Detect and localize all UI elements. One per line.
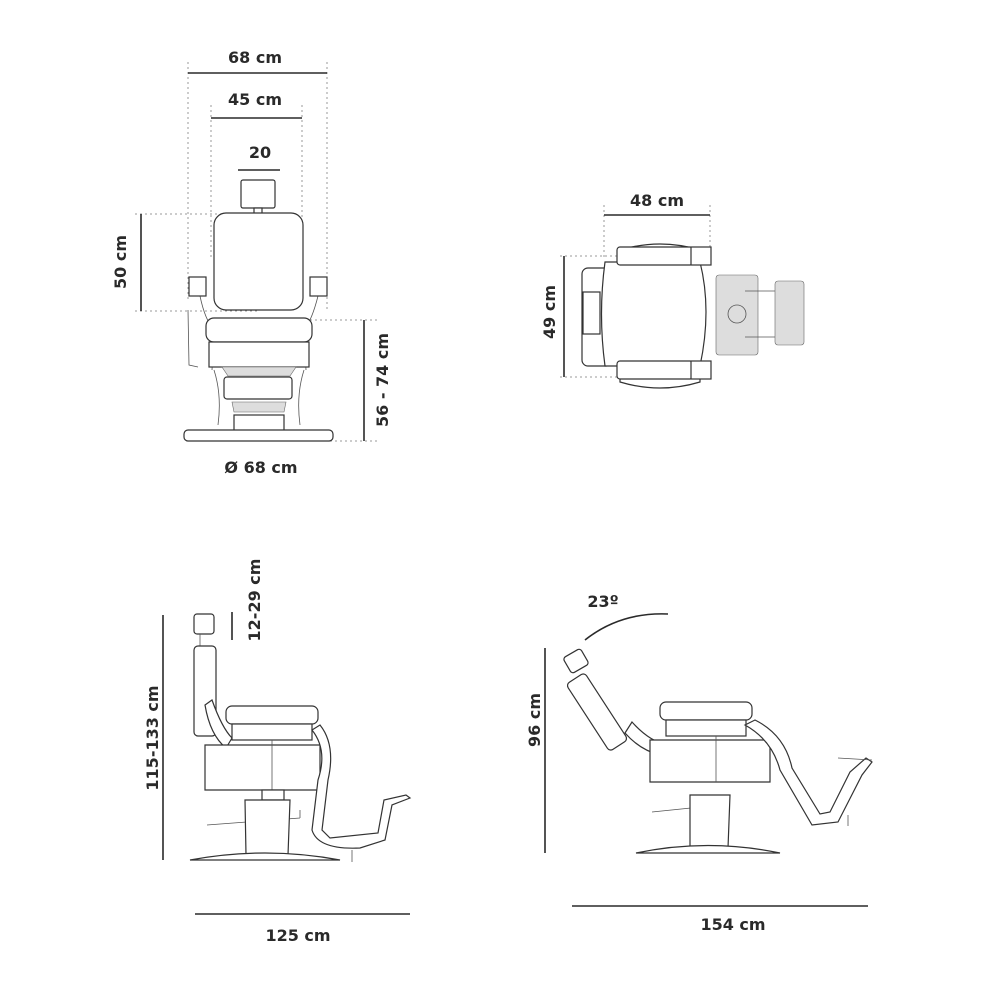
label-seat-height: 56 - 74 cm — [373, 333, 392, 427]
label-backrest-height: 50 cm — [111, 235, 130, 289]
chair-side-drawing — [189, 613, 412, 862]
label-length: 125 cm — [265, 926, 330, 945]
label-reclined-height: 96 cm — [525, 693, 544, 747]
front-view: 68 cm 45 cm 20 50 cm 56 - 74 cm Ø 68 cm — [111, 48, 392, 477]
label-headrest-adjust: 12-29 cm — [245, 559, 264, 642]
side-view: 115-133 cm 12-29 cm 125 cm — [143, 559, 412, 945]
angle-arc — [584, 613, 669, 641]
label-reclined-length: 154 cm — [700, 915, 765, 934]
label-backrest-width: 45 cm — [228, 90, 282, 109]
label-recline-angle: 23º — [587, 592, 618, 611]
chair-top-drawing — [581, 243, 805, 389]
label-seat-depth: 49 cm — [540, 285, 559, 339]
chair-front-drawing — [183, 179, 334, 442]
label-seat-width: 48 cm — [630, 191, 684, 210]
reclined-view: 23º 96 cm 154 cm — [525, 592, 873, 934]
chair-reclined-drawing — [563, 648, 873, 854]
label-headrest-width: 20 — [249, 143, 271, 162]
label-base-diameter: Ø 68 cm — [224, 458, 297, 477]
top-view: 48 cm 49 cm — [540, 191, 805, 389]
label-total-height: 115-133 cm — [143, 685, 162, 790]
label-overall-width: 68 cm — [228, 48, 282, 67]
